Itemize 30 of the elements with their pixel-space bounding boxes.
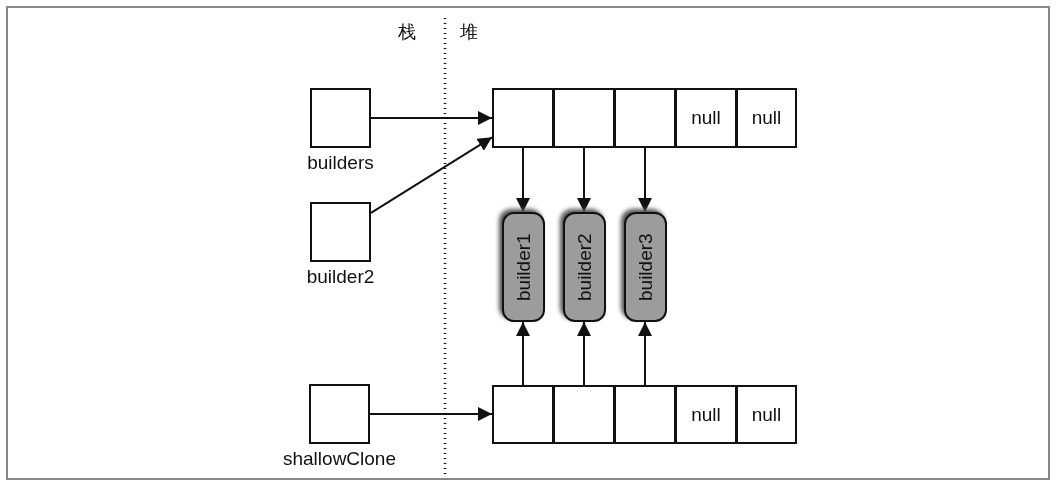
arrow	[516, 321, 530, 386]
array-cell: null	[675, 88, 737, 148]
object-box: builder3	[623, 212, 667, 322]
array-cell	[553, 385, 615, 444]
variable-box	[310, 88, 371, 148]
arrow	[577, 321, 591, 386]
array-cell	[614, 88, 676, 148]
region-label: 栈	[398, 20, 416, 44]
variable-label: builders	[306, 152, 375, 174]
arrow	[638, 147, 652, 213]
array-cell: null	[736, 88, 797, 148]
array-cell: null	[675, 385, 737, 444]
variable-box	[310, 202, 371, 262]
variable-box	[309, 384, 370, 444]
arrow	[370, 111, 493, 125]
variable-label: shallowClone	[282, 448, 397, 470]
array-cell	[492, 88, 554, 148]
arrow	[577, 147, 591, 213]
region-label: 堆	[460, 20, 478, 44]
arrow	[638, 321, 652, 386]
arrow	[369, 407, 493, 421]
variable-label: builder2	[305, 266, 376, 288]
object-box: builder2	[562, 212, 606, 322]
arrow	[370, 136, 493, 214]
array-cell	[492, 385, 554, 444]
array-cell	[614, 385, 676, 444]
array-cell	[553, 88, 615, 148]
array-cell: null	[736, 385, 797, 444]
arrow	[516, 147, 530, 213]
object-box: builder1	[501, 212, 545, 322]
